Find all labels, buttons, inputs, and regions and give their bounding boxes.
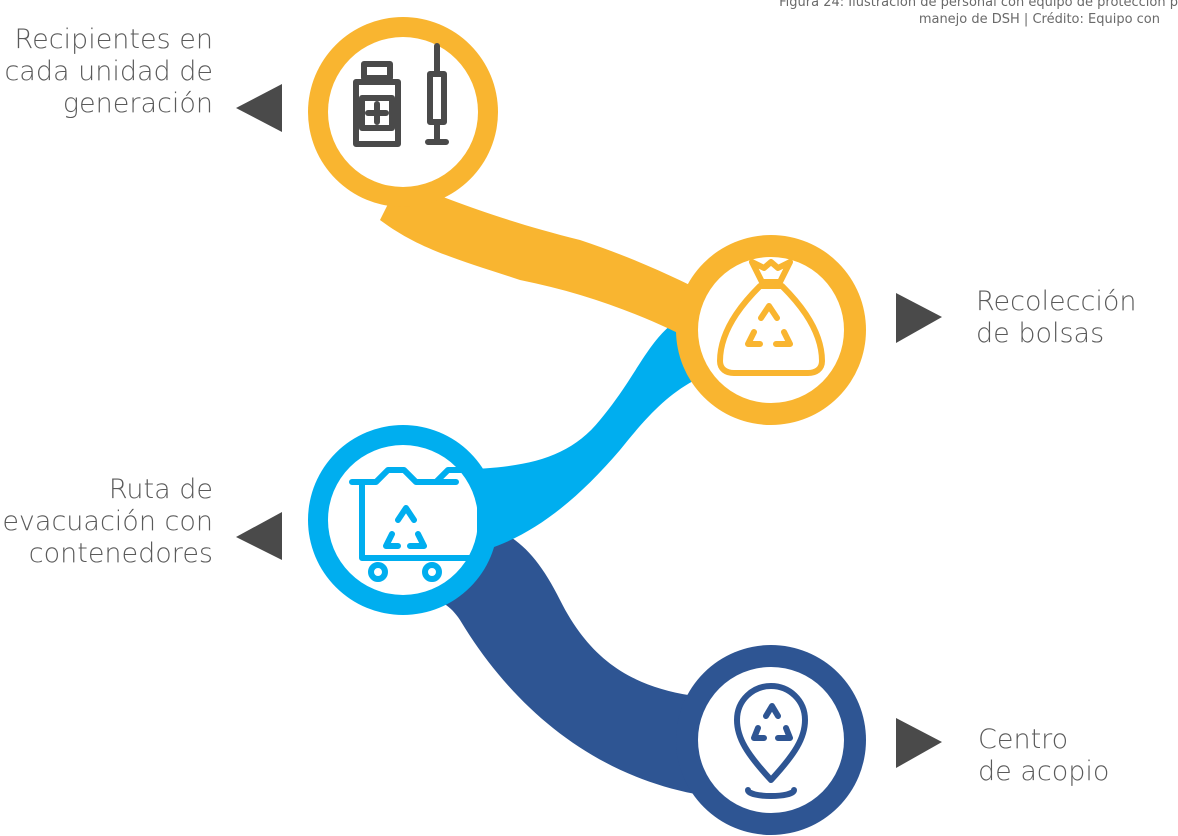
step-4-label-line-2: de acopio	[978, 756, 1110, 787]
recycle-location-pin-icon	[734, 683, 808, 799]
step-4-label-line-1: Centro	[978, 724, 1069, 755]
step-1-label-line-3: generación	[62, 88, 213, 119]
step-1-label: Recipientes en cada unidad de generación	[4, 24, 213, 120]
step-3-label-line-2: evacuación con	[2, 506, 213, 537]
connector-step-3-to-4	[400, 520, 760, 800]
step-3-label-line-3: contenedores	[28, 538, 213, 569]
step-1-pointer-arrow	[236, 84, 282, 132]
step-4-label: Centro de acopio	[978, 724, 1109, 788]
step-2-label-line-1: Recolección	[976, 286, 1137, 317]
step-4-pointer-arrow	[896, 718, 942, 768]
process-flow-diagram	[236, 17, 942, 835]
connector-step-1-to-2	[380, 180, 760, 380]
step-4-node	[676, 645, 866, 835]
recycle-container-cart-icon	[349, 467, 483, 582]
step-2-pointer-arrow	[896, 293, 942, 343]
recycle-bag-icon	[717, 259, 825, 376]
step-3-node	[308, 425, 498, 615]
step-2-label: Recolección de bolsas	[976, 286, 1136, 350]
step-2-node	[676, 235, 866, 425]
step-1-label-line-2: cada unidad de	[4, 56, 213, 87]
step-3-pointer-arrow	[236, 512, 282, 560]
step-2-label-line-2: de bolsas	[976, 318, 1105, 349]
step-3-label-line-1: Ruta de	[108, 474, 213, 505]
step-1-node	[308, 17, 498, 207]
step-3-label: Ruta de evacuación con contenedores	[2, 474, 213, 570]
step-1-label-line-1: Recipientes en	[14, 24, 213, 55]
medicine-bottle-and-syringe-icon	[353, 43, 449, 147]
caption-line-2: manejo de DSH | Crédito: Equipo con	[918, 12, 1160, 27]
figure-caption: Figura 24: Ilustración de personal con e…	[538, 0, 1178, 34]
caption-line-1: Figura 24: Ilustración de personal con e…	[779, 0, 1178, 10]
